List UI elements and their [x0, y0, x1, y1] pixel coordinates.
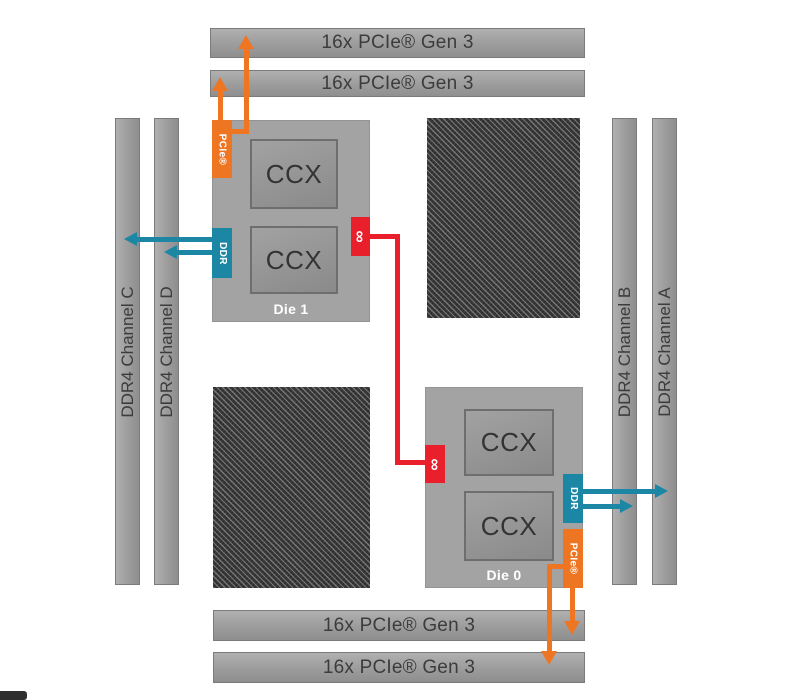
die0-pcie-arrow-long-jog [547, 564, 563, 569]
die1-ddr-arrow-channel-c-line [137, 237, 212, 242]
pcie-bar-bottom-2-label: 16x PCIe® Gen 3 [322, 656, 476, 678]
die1-ddr-arrow-channel-d-head [164, 245, 177, 259]
die0-ddr-arrow-channel-a-line [583, 489, 655, 494]
die0-pcie-arrow-long-head [541, 651, 557, 665]
pcie-bar-bottom-2: 16x PCIe® Gen 3 [213, 652, 585, 683]
die1-pcie-tab-label: PCIe® [216, 133, 228, 165]
die0-ccx-top: CCX [464, 409, 554, 476]
die1-label: Die 1 [273, 301, 309, 317]
infinity-fabric-link-seg2 [395, 234, 400, 465]
die1-pcie-arrow-long-jog [232, 129, 249, 134]
die1-ccx-bottom-label: CCX [265, 244, 323, 275]
die1-infinity-fabric-tab: ∞ [351, 217, 370, 256]
die1-pcie-controller-tab: PCIe® [212, 120, 232, 178]
die1-ddr-arrow-channel-d-line [177, 250, 212, 255]
infinity-icon: ∞ [351, 230, 370, 243]
die0-ddr-arrow-channel-a-head [655, 484, 668, 498]
infinity-fabric-link-seg1 [368, 234, 400, 239]
die0-ccx-bottom: CCX [464, 491, 554, 561]
infinity-fabric-link-seg3 [395, 460, 427, 465]
disabled-die-top-right [427, 118, 580, 318]
die0-ddr-arrow-channel-b-line [583, 504, 620, 509]
pcie-bar-top-1: 16x PCIe® Gen 3 [210, 28, 585, 58]
die0-label: Die 0 [486, 567, 522, 583]
bottom-left-edge-artifact [0, 691, 27, 700]
infinity-icon: ∞ [425, 457, 445, 471]
ddr4-channel-b-bar: DDR4 Channel B [612, 118, 637, 585]
die0-ccx-bottom-label: CCX [480, 510, 538, 541]
die0-pcie-arrow-long-line [547, 564, 552, 651]
die0-ddr-controller-tab: DDR [563, 474, 583, 523]
die0-ddr-arrow-channel-b-head [620, 499, 633, 513]
die1-ddr-arrow-channel-c-head [124, 232, 137, 246]
pcie-bar-bottom-1: 16x PCIe® Gen 3 [213, 610, 585, 641]
die1-ccx-top: CCX [250, 139, 338, 209]
die1-ddr-controller-tab: DDR [212, 228, 232, 278]
die0-pcie-arrow-short-head [564, 621, 580, 635]
pcie-bar-top-1-label: 16x PCIe® Gen 3 [321, 32, 474, 53]
die1-ccx-top-label: CCX [265, 158, 323, 189]
die1-pcie-arrow-long-line [244, 49, 249, 134]
die-0: CCX CCX Die 0 [425, 387, 583, 588]
ddr4-channel-b-label: DDR4 Channel B [614, 286, 634, 417]
die0-infinity-fabric-tab: ∞ [425, 445, 445, 483]
die1-ddr-tab-label: DDR [216, 241, 228, 265]
ddr4-channel-c-label: DDR4 Channel C [117, 285, 137, 418]
die1-pcie-arrow-long-head [238, 35, 254, 49]
die1-pcie-arrow-short-head [212, 77, 228, 91]
pcie-bar-top-2-label: 16x PCIe® Gen 3 [321, 72, 474, 94]
die1-pcie-arrow-short-line [218, 91, 223, 120]
ddr4-channel-d-label: DDR4 Channel D [156, 285, 176, 418]
die-1: CCX CCX Die 1 [212, 120, 370, 322]
pcie-bar-top-2: 16x PCIe® Gen 3 [210, 70, 585, 97]
die0-pcie-tab-label: PCIe® [567, 542, 579, 575]
ddr4-channel-a-label: DDR4 Channel A [654, 286, 674, 417]
pcie-bar-bottom-1-label: 16x PCIe® Gen 3 [322, 614, 476, 636]
die0-ddr-tab-label: DDR [567, 487, 579, 510]
die0-pcie-controller-tab: PCIe® [563, 529, 583, 588]
ddr4-channel-a-bar: DDR4 Channel A [652, 118, 677, 585]
ddr4-channel-c-bar: DDR4 Channel C [115, 118, 140, 585]
disabled-die-bottom-left [213, 387, 370, 588]
die0-pcie-arrow-short-line [570, 588, 575, 621]
die1-ccx-bottom: CCX [250, 226, 338, 294]
die0-ccx-top-label: CCX [480, 427, 538, 457]
ddr4-channel-d-bar: DDR4 Channel D [154, 118, 179, 585]
